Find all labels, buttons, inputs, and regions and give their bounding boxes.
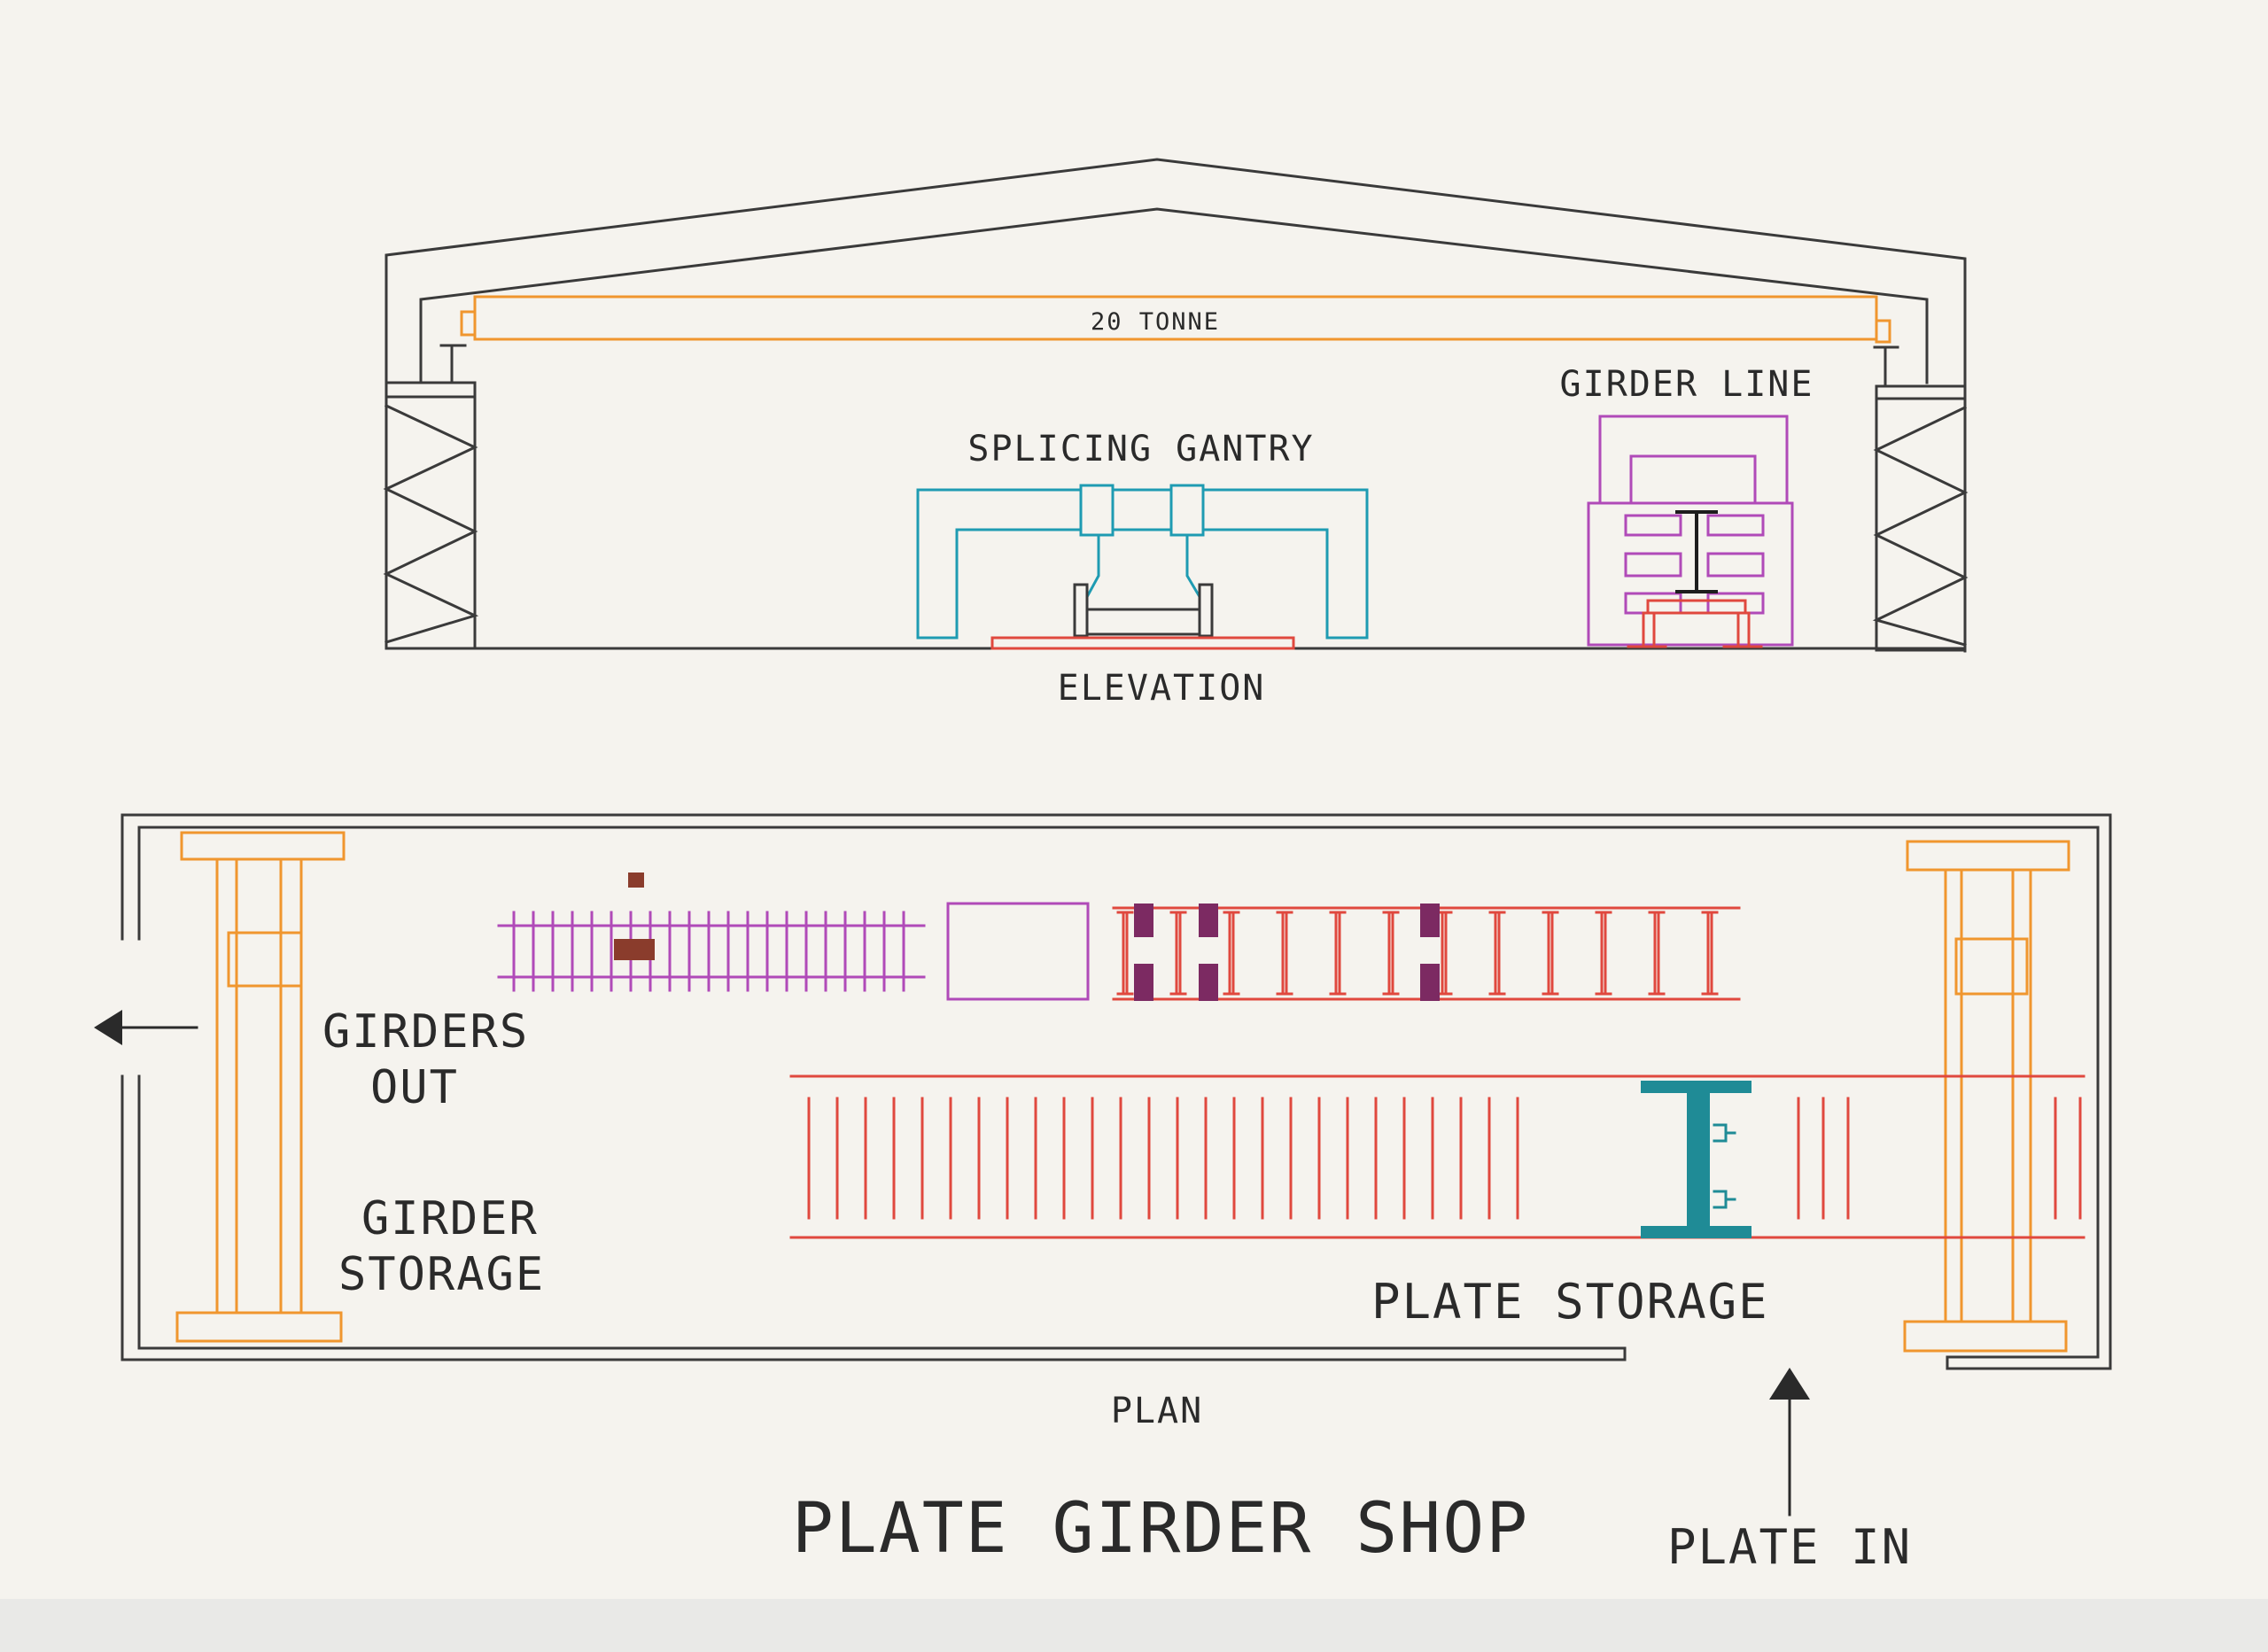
- purple-block: [1134, 964, 1153, 1001]
- plate-storage-rails: [789, 1074, 2085, 1239]
- brown-marker-large: [614, 939, 655, 960]
- assembly-rollers: [1112, 904, 1741, 1001]
- splicing-gantry: [916, 484, 1369, 640]
- plate-girder-section: [1641, 1081, 1751, 1238]
- elevation-label: ELEVATION: [1058, 668, 1266, 709]
- arrow-up-icon: [1769, 1368, 1810, 1400]
- drawing-title: PLATE GIRDER SHOP: [792, 1489, 1529, 1569]
- elevation-view: 20 TONNE SPLICING GANTRY: [383, 158, 1969, 709]
- girder-i-section: [1675, 510, 1718, 593]
- plan-view: GIRDERS OUT GIRDER STORAGE PLATE STORAGE…: [94, 813, 2112, 1516]
- plate-in-label: PLATE IN: [1667, 1519, 1912, 1575]
- girder-storage-label-line1: GIRDER: [361, 1192, 539, 1245]
- girder-line-station: [946, 902, 1090, 1001]
- crane-capacity-label: 20 TONNE: [1091, 308, 1220, 336]
- girder-line-frame: [1587, 415, 1794, 647]
- arrow-left-icon: [94, 1010, 122, 1045]
- drawing-sheet: 20 TONNE SPLICING GANTRY: [0, 0, 2268, 1599]
- left-crane-plan: [175, 831, 346, 1343]
- purple-block: [1134, 904, 1153, 937]
- girders-out-arrow: [94, 1010, 198, 1045]
- plate-storage-label: PLATE STORAGE: [1371, 1274, 1769, 1330]
- girder-storage-label-line2: STORAGE: [338, 1248, 545, 1301]
- girder-line-base: [1627, 599, 1763, 648]
- girders-out-label-line1: GIRDERS: [322, 1005, 529, 1059]
- right-column: [1872, 345, 1969, 652]
- girders-out-label-line2: OUT: [370, 1061, 459, 1114]
- purple-block: [1199, 964, 1218, 1001]
- splicing-carriage: [1073, 583, 1214, 638]
- purple-block: [1420, 964, 1440, 1001]
- plate-girder-stiffeners: [1713, 1123, 1736, 1209]
- purple-block: [1199, 904, 1218, 937]
- splicing-floor-plate: [990, 636, 1295, 650]
- plate-girder-shop-drawing: 20 TONNE SPLICING GANTRY: [94, 158, 2112, 1575]
- building-frame: [384, 158, 1967, 653]
- overhead-crane: [460, 295, 1891, 344]
- plan-walls: [120, 813, 2112, 1370]
- right-crane-plan: [1903, 840, 2070, 1353]
- girder-line-rollers: [497, 911, 926, 992]
- girder-line-label: GIRDER LINE: [1560, 364, 1814, 405]
- plate-in-arrow: [1769, 1368, 1810, 1516]
- purple-block: [1420, 904, 1440, 937]
- plan-label: PLAN: [1111, 1391, 1203, 1431]
- splicing-gantry-label: SPLICING GANTRY: [967, 429, 1314, 469]
- brown-marker-small: [628, 873, 644, 888]
- left-column: [383, 344, 479, 650]
